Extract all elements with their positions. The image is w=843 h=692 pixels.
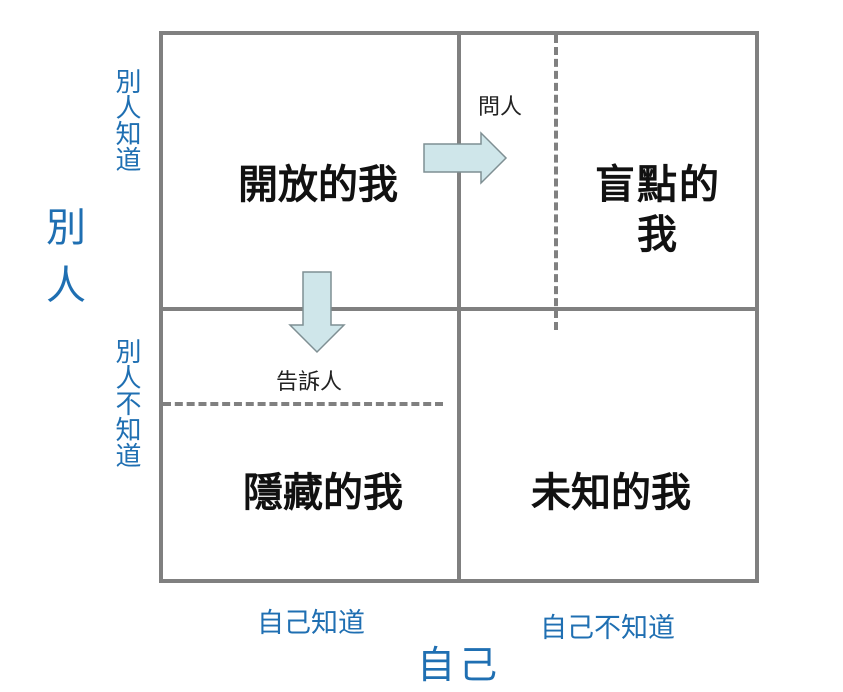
horizontal-divider (159, 307, 759, 311)
quadrant-blind: 盲點的 我 (588, 160, 728, 260)
down-arrow-icon (288, 271, 346, 354)
axis-self-knows: 自己知道 (257, 608, 365, 639)
right-arrow-icon (423, 131, 508, 185)
hidden-dashed-divider (163, 402, 443, 406)
quadrant-unknown: 未知的我 (531, 470, 691, 516)
tell-label: 告訴人 (276, 370, 343, 395)
quadrant-open: 開放的我 (238, 162, 398, 208)
quadrant-blind-text: 盲點的 我 (595, 162, 721, 258)
axis-others-know: 別人知道 (111, 68, 141, 172)
blind-dashed-divider (554, 35, 558, 330)
axis-self-title: 自己 (417, 643, 502, 687)
axis-others-dont-know: 別人不知道 (111, 338, 141, 468)
axis-self-doesnt-know: 自己不知道 (540, 613, 675, 644)
quadrant-hidden: 隱藏的我 (243, 470, 403, 516)
axis-others-title: 別人 (39, 206, 85, 322)
ask-label: 問人 (478, 95, 523, 120)
